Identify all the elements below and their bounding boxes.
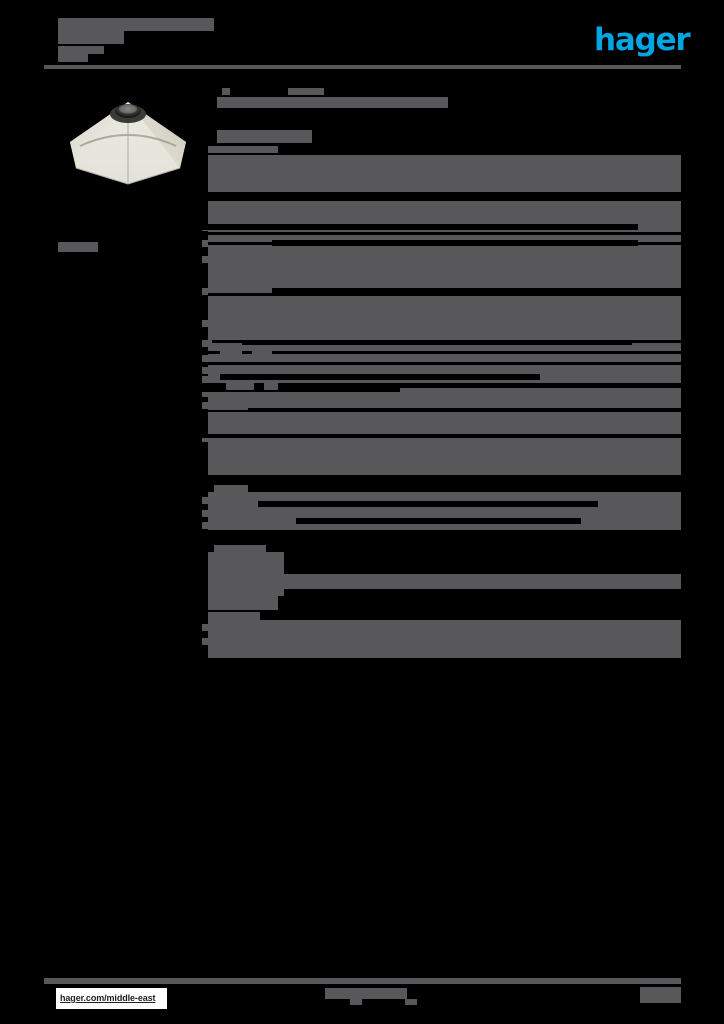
table-section-4 [208,412,681,434]
table-row-tick [202,497,212,504]
table-section-1f [208,343,681,351]
row-value-mask [200,434,681,438]
section-heading [217,130,312,143]
row-label [264,383,278,390]
row-value-mask [242,340,632,345]
footer-page-number [640,987,681,1003]
page-header: hager [0,0,724,80]
table-row-tick [202,376,212,383]
table-row-tick [202,435,212,442]
table-section-1d [208,245,681,293]
product-image [58,84,198,194]
table-section-1 [208,155,681,198]
row-label [220,350,242,357]
intro-kicker-value [288,88,324,95]
table-row-tick [202,390,212,397]
hager-logo: hager [594,22,691,58]
footer-divider [44,978,681,984]
footer-website-link[interactable]: hager.com/middle-east [56,988,167,1009]
row-label [214,545,266,553]
row-value-mask [284,589,681,597]
table-row-tick [202,367,212,374]
row-label [208,612,260,620]
product-caption [58,242,98,252]
table-row-tick [202,256,212,263]
table-row-tick [202,240,212,247]
table-row-tick [202,638,212,645]
row-value-mask [200,384,400,392]
intro-kicker [222,88,230,95]
table-section-6b [208,596,278,610]
table-row-header [208,146,278,153]
footer-note-right [405,999,417,1005]
footer-note-left [350,999,362,1005]
row-value-mask [208,658,681,662]
row-value-mask [208,242,681,245]
row-value-mask [200,192,681,197]
table-row-tick [202,624,212,631]
table-row-tick [202,522,212,529]
page-subtitle-line2 [58,54,88,62]
footer-center-text [325,988,407,999]
product-name [217,97,448,108]
table-section-3 [208,388,681,410]
row-value-mask [208,232,681,235]
table-row-tick [202,402,212,409]
header-divider [44,65,681,69]
row-value-mask [272,288,681,294]
row-value-mask [296,518,581,524]
table-section-1e [208,296,681,340]
row-label [214,485,248,492]
table-section-5 [208,492,681,530]
row-value-mask [208,293,681,296]
table-section-1c [208,235,681,242]
row-value-mask [200,224,638,230]
row-value-mask [220,374,540,380]
page-title-line1 [58,18,214,31]
row-value-mask [248,408,681,412]
table-section-4b [208,437,681,475]
page-subtitle-line1 [58,46,104,54]
product-photo-illustration [70,102,186,185]
row-separator [200,198,214,201]
row-value-mask [284,552,681,574]
table-row-tick [202,320,212,327]
page-title-line2 [58,31,124,44]
table-row-tick [202,340,212,347]
table-section-2 [208,354,681,362]
row-value-mask [258,501,598,507]
table-section-7 [208,618,681,662]
table-row-tick [202,355,212,362]
table-row-tick [202,510,212,517]
row-label [226,383,254,390]
table-row-tick [202,288,212,295]
row-label [252,350,272,357]
row-value-mask [200,614,681,620]
